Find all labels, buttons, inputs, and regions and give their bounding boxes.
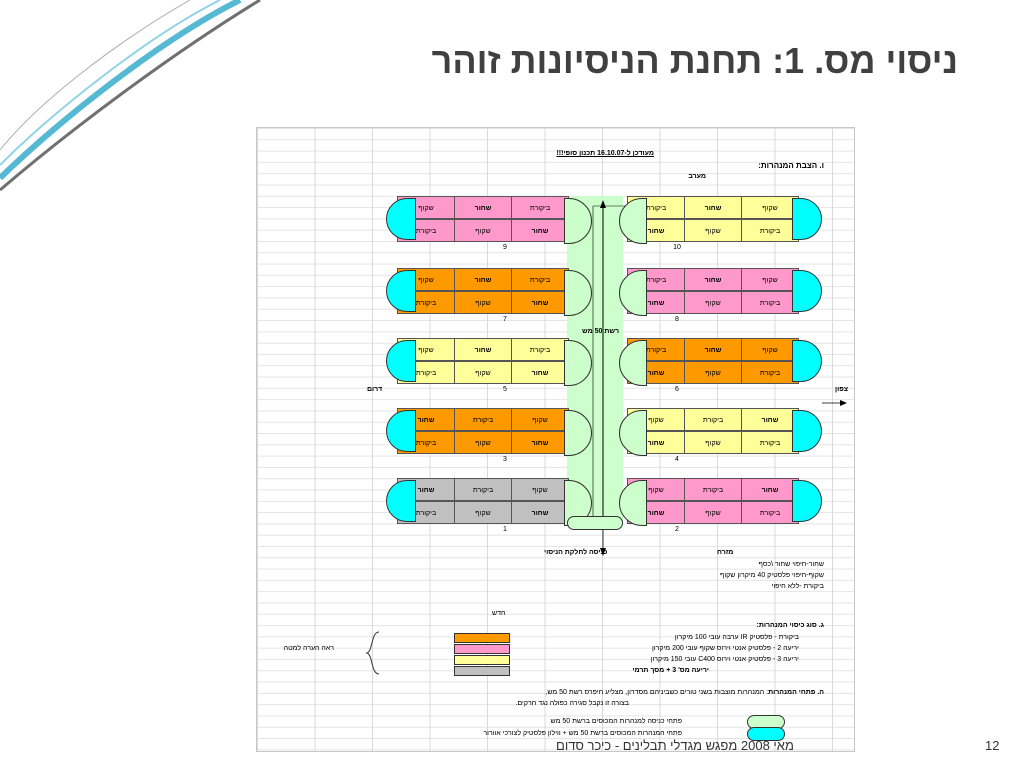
tunnel-number: 9: [503, 244, 507, 251]
tunnel-cell: שקוף: [684, 431, 742, 454]
tunnel-cell: שקוף: [454, 219, 512, 242]
tunnel-number: 7: [503, 316, 507, 323]
tunnel-cell: שחור: [511, 501, 569, 524]
east-label: מזרח: [717, 549, 734, 556]
decorative-swoosh: [0, 0, 261, 192]
tunnel-number: 6: [675, 386, 679, 393]
net-label: רשת 50 מש: [582, 328, 620, 335]
new-label: חדש: [492, 610, 506, 617]
tunnel-cell: שחור: [511, 361, 569, 384]
tunnel-cell: שחור: [511, 431, 569, 454]
tunnel-cell: שחור: [741, 478, 799, 501]
tunnel-number: 1: [503, 526, 507, 533]
tunnel-cell: שקוף: [684, 361, 742, 384]
tunnel-cell: שקוף: [684, 501, 742, 524]
see-note: ראה הערה למטה: [283, 645, 334, 652]
tunnel-number: 5: [503, 386, 507, 393]
tunnel-number: 4: [675, 456, 679, 463]
opening-plus-icon: [747, 727, 785, 741]
tunnel-cell: שחור: [454, 338, 512, 361]
cover-type-1: ביקורת - פלסטיק IR ערבה עובי 100 מיקרון: [674, 634, 799, 641]
tunnel-cell: ביקורת: [741, 361, 799, 384]
tunnel-cell: שקוף: [741, 196, 799, 219]
openings-block: ה. פתחי המנהרות: המנהרות מוצבות בשני טור…: [545, 689, 824, 696]
tunnel-number: 3: [503, 456, 507, 463]
tunnel-cell: שקוף: [454, 361, 512, 384]
tunnel-cell: ביקורת: [511, 268, 569, 291]
north-label: צפון: [835, 386, 849, 393]
tunnel-cell: שחור: [684, 196, 742, 219]
legend-black: שחור-חיפוי שחור \כסף: [758, 561, 824, 568]
tunnel-cell: שחור: [511, 219, 569, 242]
tunnel-cell: שקוף: [684, 291, 742, 314]
tunnel-cell: שקוף: [454, 431, 512, 454]
tunnel-cell: ביקורת: [684, 408, 742, 431]
west-label: מערב: [688, 173, 706, 180]
tunnel-cell: שקוף: [454, 501, 512, 524]
tunnel-cell: שחור: [684, 268, 742, 291]
tunnel-cap-left: [386, 410, 416, 452]
tunnel-cell: שקוף: [511, 478, 569, 501]
south-label: דרום: [367, 386, 383, 393]
entrance-label: כניסה לחלקת הניסוי: [544, 549, 608, 556]
tunnel-cap-left: [386, 340, 416, 382]
cover-type-4: יריעה מס' 3 + מסך תרמי: [632, 667, 709, 674]
updated-note: מעודכן ל-16.10.07 תכנון סופי!!!: [556, 150, 654, 157]
tunnel-cell: שחור: [741, 408, 799, 431]
entrance-cap: [567, 516, 623, 530]
placement-header: ו. הצבת המנהרות:: [758, 161, 824, 170]
tunnel-cell: שקוף: [741, 268, 799, 291]
openings-header: ה. פתחי המנהרות: [768, 689, 824, 696]
tunnel-cell: שחור: [454, 196, 512, 219]
swatch-gray: [454, 666, 510, 676]
cover-type-3: יריעה 3 - פלסטיק אנטי וירוס C400 עובי 15…: [650, 656, 799, 663]
tunnel-cell: שקוף: [454, 291, 512, 314]
tunnel-cell: ביקורת: [511, 196, 569, 219]
tunnel-cell: שחור: [454, 268, 512, 291]
tunnel-cap-left: [386, 480, 416, 522]
tunnel-cell: ביקורת: [741, 219, 799, 242]
cover-header: ג. סוג כיסוי המנהרות:: [756, 622, 824, 629]
tunnel-cell: ביקורת: [684, 478, 742, 501]
tunnel-cell: ביקורת: [454, 408, 512, 431]
tunnel-cap-left: [386, 270, 416, 312]
tunnel-cell: ביקורת: [741, 431, 799, 454]
tunnel-cell: שקוף: [511, 408, 569, 431]
swatch-yellow: [454, 655, 510, 665]
tunnel-cell: ביקורת: [741, 291, 799, 314]
tunnel-cap-left: [386, 198, 416, 240]
tunnel-cell: שקוף: [741, 338, 799, 361]
tunnel-cell: ביקורת: [454, 478, 512, 501]
swatch-pink: [454, 644, 510, 654]
page-number: 12: [985, 738, 1000, 753]
legend-clear: שקוף-חיפוי פלסטיק 40 מיקרון שקוף: [719, 572, 824, 579]
slide-title: ניסוי מס. 1: תחנת הניסיונות זוהר: [431, 40, 958, 81]
tunnel-cell: שחור: [511, 291, 569, 314]
slide-footer: מאי 2008 מפגש מגדלי תבלינים - כיכר סדום: [556, 738, 794, 753]
swatch-orange: [454, 633, 510, 643]
tunnel-cell: ביקורת: [741, 501, 799, 524]
legend-control: ביקורת -ללא חיפוי: [771, 583, 824, 590]
opening-plus-label: פתחי המנהרות המכוסים ברשת 50 מש + ווילון…: [483, 730, 682, 737]
opening-50-label: פתחי כניסה למנהרות המכוסים ברשת 50 מש: [550, 718, 682, 725]
openings-text-1: : המנהרות מוצבות בשני טורים כשביניהם מסד…: [545, 689, 769, 696]
openings-text-2: בצורה זו נקבל סגירה כפולה נגד חרקים.: [515, 700, 629, 707]
tunnel-cell: שקוף: [684, 219, 742, 242]
tunnel-number: 8: [675, 316, 679, 323]
tunnel-number: 2: [675, 526, 679, 533]
spreadsheet-layout: מעודכן ל-16.10.07 תכנון סופי!!! ו. הצבת …: [256, 127, 855, 752]
tunnel-cell: ביקורת: [511, 338, 569, 361]
tunnel-cell: שחור: [684, 338, 742, 361]
cover-type-2: יריעה 2 - פלסטיק אנטי וירוס שקוף עובי 20…: [651, 645, 799, 652]
brace-icon: [365, 631, 380, 675]
tunnel-number: 10: [673, 244, 681, 251]
